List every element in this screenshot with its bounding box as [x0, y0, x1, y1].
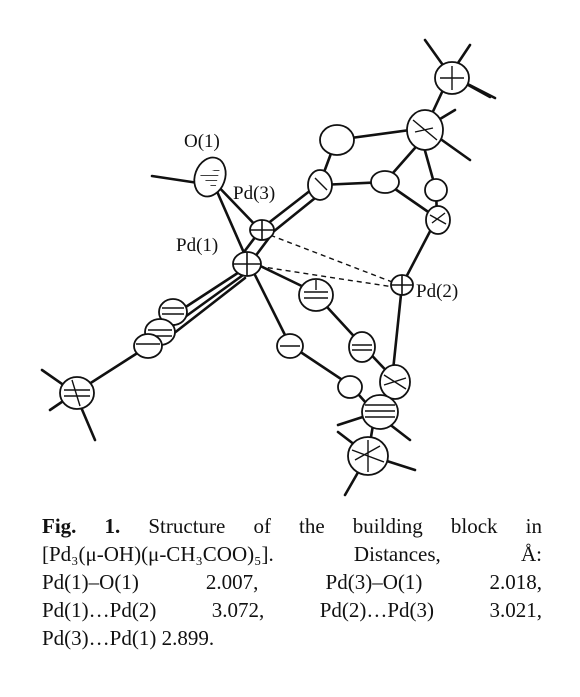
caption-line-1-text: Structure of the building block in	[120, 514, 542, 538]
caption-line-4: Pd(1)…Pd(2) 3.072, Pd(2)…Pd(3) 3.021,	[42, 598, 542, 622]
atoms	[59, 61, 470, 476]
caption-line-1: Fig. 1. Structure of the building block …	[42, 512, 542, 540]
label-pd1: Pd(1)	[176, 235, 218, 256]
pd-pd-contacts	[249, 231, 401, 289]
caption-line-3: Pd(1)–O(1) 2.007, Pd(3)–O(1) 2.018,	[42, 570, 542, 594]
caption-formula: [Pd₃(μ-OH)(μ-CH₃COO)₅].	[42, 542, 274, 566]
figure-caption: Fig. 1. Structure of the building block …	[42, 512, 542, 652]
caption-line-2: [Pd₃(μ-OH)(μ-CH₃COO)₅]. Distances, Å:	[42, 540, 542, 568]
label-o1: O(1)	[184, 131, 220, 152]
label-pd2: Pd(2)	[416, 281, 458, 302]
figure-label: Fig. 1.	[42, 514, 121, 538]
label-pd3: Pd(3)	[233, 183, 275, 204]
molecular-structure-figure: O(1) Pd(3) Pd(1) Pd(2)	[40, 38, 497, 497]
caption-line-5: Pd(3)…Pd(1) 2.899.	[42, 626, 215, 650]
caption-line-2-text: Distances, Å:	[273, 542, 542, 566]
